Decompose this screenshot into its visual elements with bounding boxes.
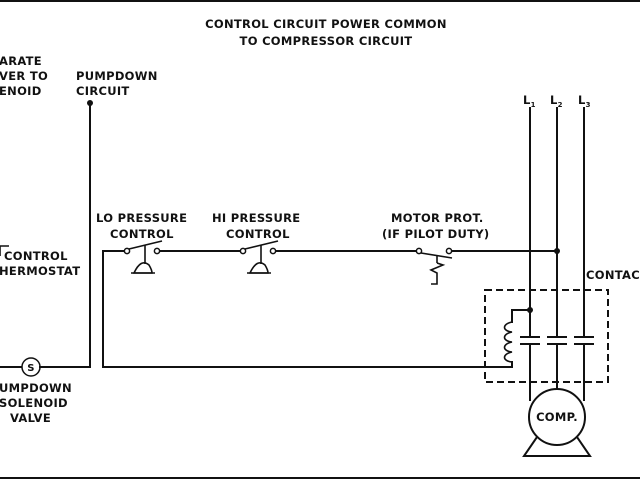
lo-pressure-label-line-1: LO PRESSURE	[96, 211, 187, 225]
compressor-base-symbol	[522, 435, 592, 457]
solenoid-symbol-letter: S	[27, 363, 35, 374]
lo-pressure-label-line-2: CONTROL	[110, 227, 174, 241]
coil-top-wire	[511, 309, 531, 323]
compressor-motor-symbol	[528, 388, 586, 446]
title-line-2: TO COMPRESSOR CIRCUIT	[240, 34, 413, 48]
hi-pressure-label-line-1: HI PRESSURE	[212, 211, 300, 225]
pumpdown-circuit-label-line-1: PUMPDOWN	[76, 69, 158, 83]
solenoid-label-line-3: VALVE	[10, 411, 51, 425]
motor-protector-switch-symbol	[415, 247, 453, 285]
solenoid-label-line-2: SOLENOID	[0, 396, 68, 410]
compressor-label: COMP.	[536, 410, 578, 424]
thermostat-label-line-1: CONTROL	[4, 249, 68, 263]
pumpdown-circuit-label-line-2: CIRCUIT	[76, 84, 130, 98]
separate-power-label-line-3: ENOID	[0, 84, 42, 98]
contactor-enclosure	[484, 289, 609, 383]
motor-protector-label-line-1: MOTOR PROT.	[391, 211, 484, 225]
line-l3-label: L3	[578, 93, 591, 109]
thermostat-label-line-2: HERMOSTAT	[0, 264, 80, 278]
hi-pressure-switch-symbol	[239, 240, 279, 274]
separate-power-label-line-1: ARATE	[0, 54, 42, 68]
line-l1-label: L1	[523, 93, 536, 109]
solenoid-label-line-1: UMPDOWN	[0, 381, 72, 395]
motor-protector-label-line-2: (IF PILOT DUTY)	[382, 227, 489, 241]
lo-pressure-switch-symbol	[123, 240, 163, 274]
contactor-label: CONTAC	[586, 268, 640, 282]
contactor-contacts-symbol	[520, 336, 594, 345]
line-l2-label: L2	[550, 93, 563, 109]
contactor-coil-symbol	[503, 321, 513, 363]
title-line-1: CONTROL CIRCUIT POWER COMMON	[205, 17, 447, 31]
hi-pressure-label-line-2: CONTROL	[226, 227, 290, 241]
separate-power-label-line-2: VER TO	[0, 69, 48, 83]
thermostat-switch-symbol	[0, 245, 9, 256]
